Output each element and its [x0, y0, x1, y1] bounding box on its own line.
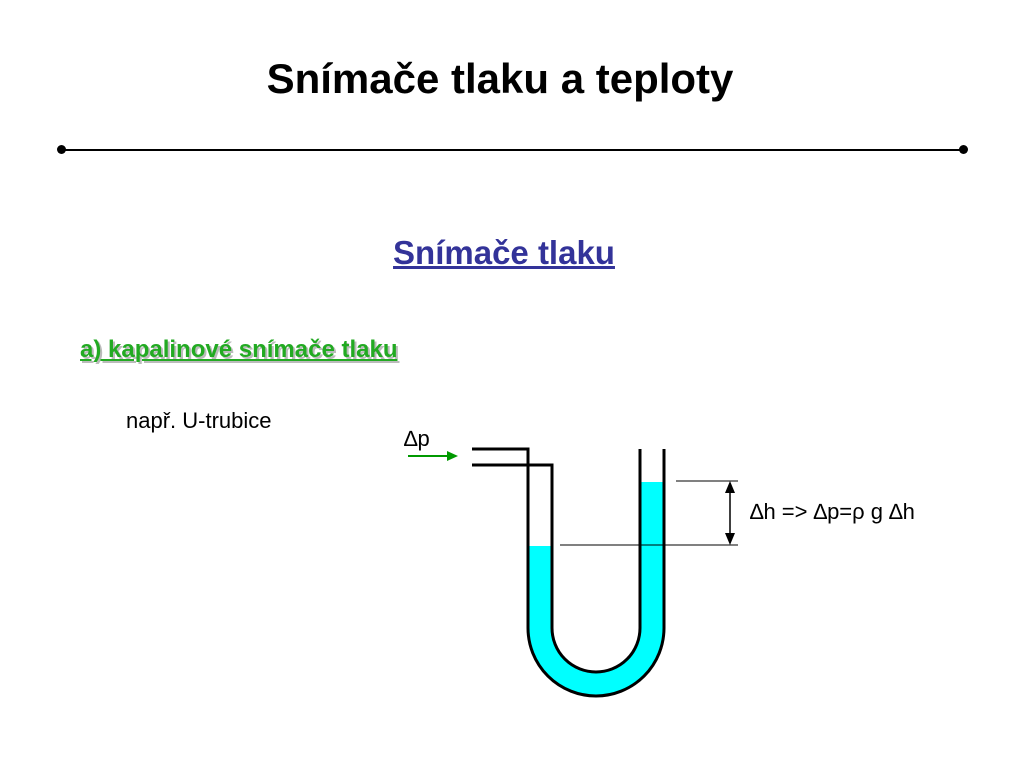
title-divider [61, 149, 964, 151]
height-difference-arrow [725, 481, 735, 545]
page-title: Snímače tlaku a teploty [266, 55, 734, 102]
tube-outer-wall [472, 447, 666, 698]
pressure-arrow [408, 451, 458, 461]
pressure-difference-label: ∆p [404, 426, 430, 451]
example-text: např. U-trubice [126, 408, 272, 433]
liquid-fill [528, 482, 664, 696]
divider-end-left [57, 145, 66, 154]
section-title: Snímače tlaku [393, 234, 615, 271]
divider-end-right [959, 145, 968, 154]
tube-inner-wall [472, 449, 642, 674]
pressure-formula: ∆h => ∆p=ρ g ∆h [750, 499, 915, 524]
subsection-heading: a) kapalinové snímače tlaku [80, 336, 398, 363]
